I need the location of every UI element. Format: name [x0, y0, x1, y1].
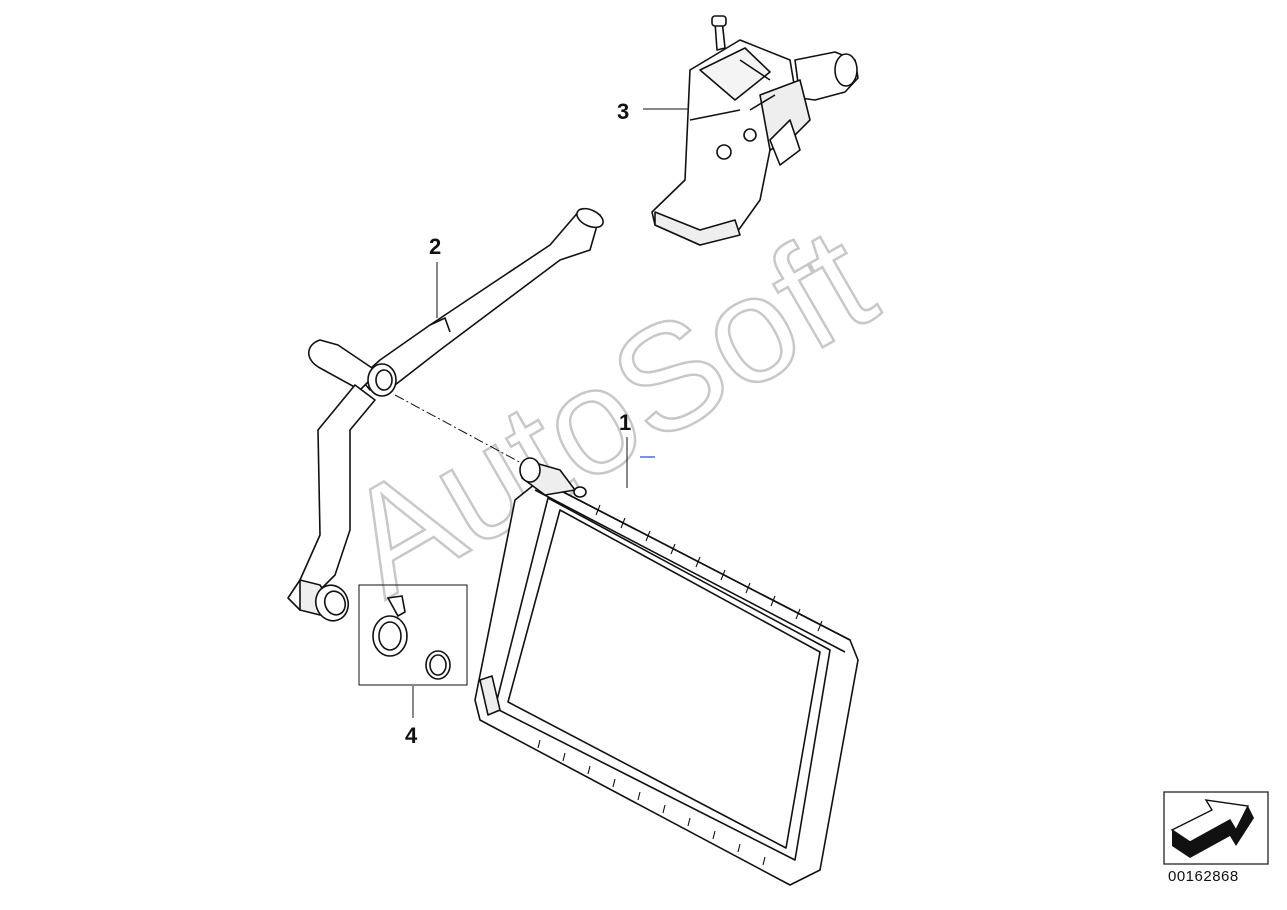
repair-kit-part[interactable]: [358, 584, 468, 686]
repair-kit-box: [358, 584, 468, 686]
callout-2[interactable]: 2: [429, 234, 441, 259]
callout-1[interactable]: 1: [619, 410, 631, 435]
callout-3[interactable]: 3: [617, 99, 629, 124]
callout-4[interactable]: 4: [405, 723, 418, 748]
coolant-pipe-part[interactable]: [287, 205, 606, 626]
forward-arrow-icon[interactable]: [1163, 791, 1269, 865]
alignment-line: [394, 394, 526, 466]
heater-core-part[interactable]: [474, 457, 859, 886]
document-number: 00162868: [1168, 868, 1239, 885]
heater-valve-part[interactable]: [651, 15, 859, 246]
